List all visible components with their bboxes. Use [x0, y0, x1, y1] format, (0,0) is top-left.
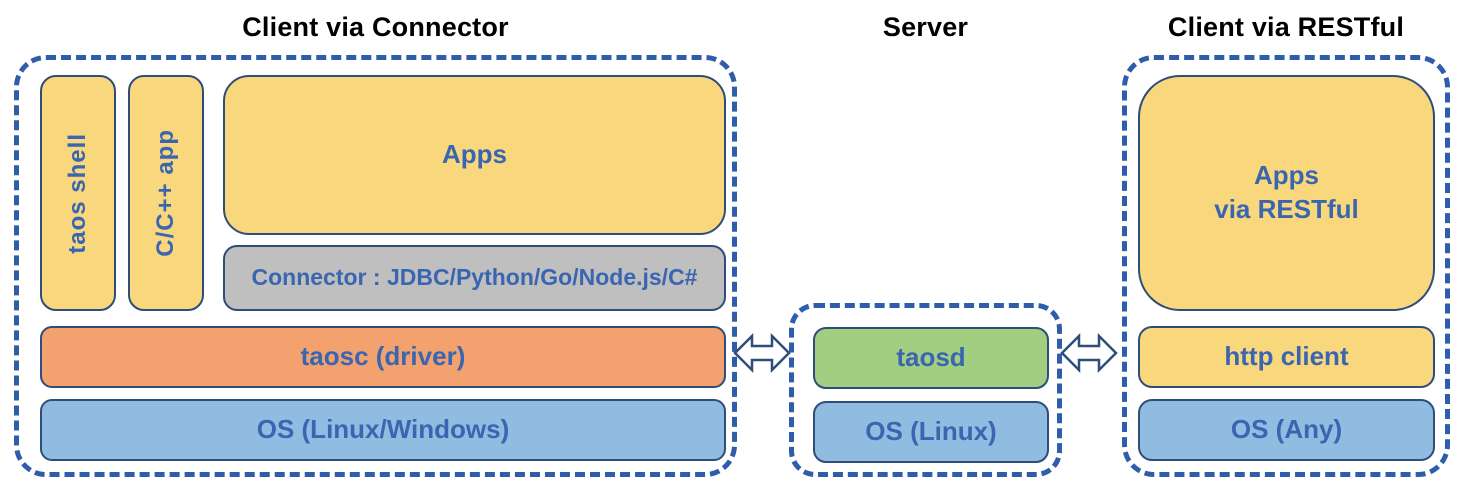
os-linux-label: OS (Linux): [865, 416, 997, 447]
cpp-app-label: C/C++ app: [152, 129, 180, 257]
os-linux-windows-label: OS (Linux/Windows): [256, 414, 510, 445]
os-any-box: OS (Any): [1138, 399, 1435, 461]
client-via-connector-group: taos shell C/C++ app Apps Connector : JD…: [14, 55, 737, 477]
apps-via-restful-label-line2: via RESTful: [1214, 194, 1359, 224]
apps-via-restful-box: Apps via RESTful: [1138, 75, 1435, 311]
left-right-arrow-icon: [1060, 332, 1118, 374]
cpp-app-box: C/C++ app: [128, 75, 204, 311]
left-right-arrow-icon: [733, 332, 791, 374]
http-client-box: http client: [1138, 326, 1435, 388]
section-title-server: Server: [882, 12, 969, 42]
taosd-label: taosd: [896, 342, 966, 373]
client-via-restful-group: Apps via RESTful http client OS (Any): [1122, 55, 1450, 477]
taosd-box: taosd: [813, 327, 1049, 389]
http-client-label: http client: [1224, 341, 1349, 372]
apps-via-restful-label-line1: Apps: [1254, 160, 1319, 191]
apps-box: Apps: [223, 75, 726, 235]
section-title-client-via-connector: Client via Connector: [242, 12, 509, 42]
os-any-label: OS (Any): [1230, 414, 1343, 445]
taosc-driver-label: taosc (driver): [300, 341, 466, 372]
connector-box: Connector : JDBC/Python/Go/Node.js/C#: [223, 245, 726, 311]
os-linux-box: OS (Linux): [813, 401, 1049, 463]
apps-label: Apps: [442, 139, 507, 170]
taos-shell-label: taos shell: [64, 132, 92, 254]
section-title-client-via-restful: Client via RESTful: [1167, 12, 1405, 42]
connector-label: Connector : JDBC/Python/Go/Node.js/C#: [251, 264, 698, 291]
taosc-driver-box: taosc (driver): [40, 326, 726, 388]
taos-shell-box: taos shell: [40, 75, 116, 311]
server-group: taosd OS (Linux): [789, 303, 1062, 477]
os-linux-windows-box: OS (Linux/Windows): [40, 399, 726, 461]
